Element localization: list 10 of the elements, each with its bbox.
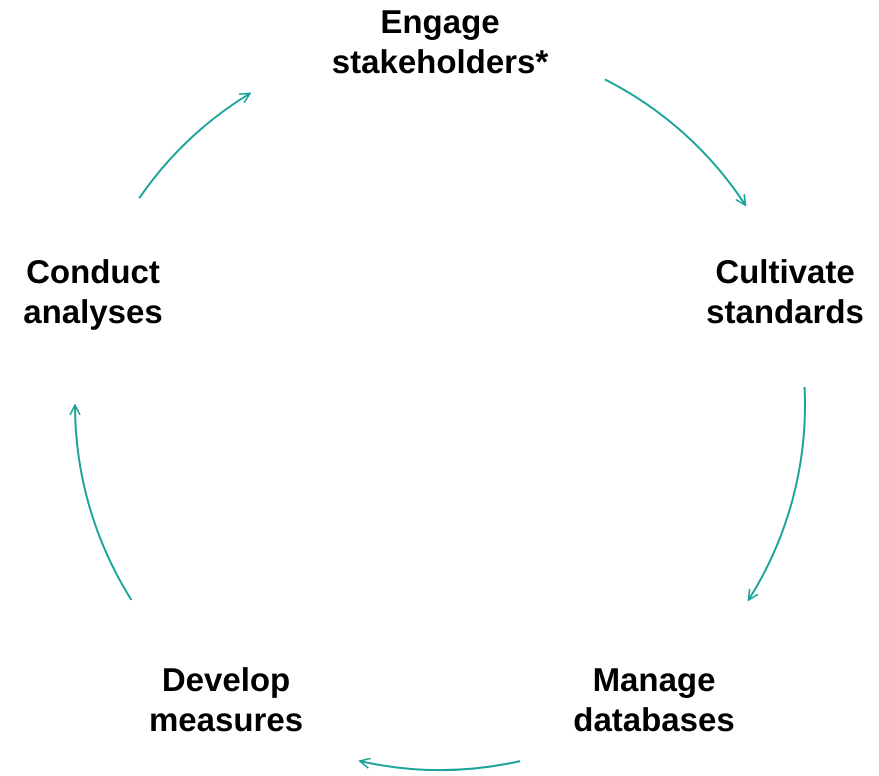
- arrow: [748, 386, 806, 601]
- step-label: Cultivate standards: [705, 252, 865, 332]
- arrow: [70, 404, 132, 600]
- step-label: Develop measures: [148, 660, 304, 740]
- arrow: [138, 92, 251, 199]
- step-label: Conduct analyses: [22, 252, 164, 332]
- arrow: [358, 757, 520, 771]
- step-label: Manage databases: [572, 660, 736, 740]
- step-label: Engage stakeholders*: [330, 2, 550, 82]
- arrow: [604, 78, 746, 206]
